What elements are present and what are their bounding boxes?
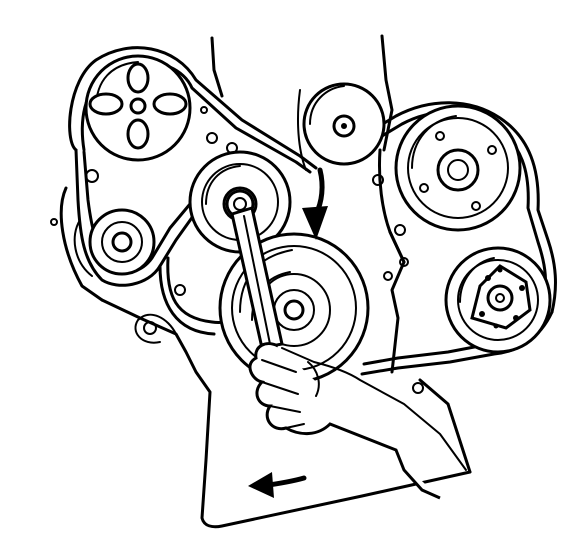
wrench-icon [225,189,284,350]
top-center-idler-pulley [302,82,386,166]
hand-icon [248,342,467,500]
ac-compressor-pulley [444,246,552,354]
water-pump-pulley [84,54,192,162]
right-accessory-pulley [394,104,522,232]
direction-arrow-icon [248,472,307,498]
engine-block-outline [50,34,472,529]
rotation-arrow-icon [302,167,328,240]
lower-left-idler-pulley [73,208,156,277]
